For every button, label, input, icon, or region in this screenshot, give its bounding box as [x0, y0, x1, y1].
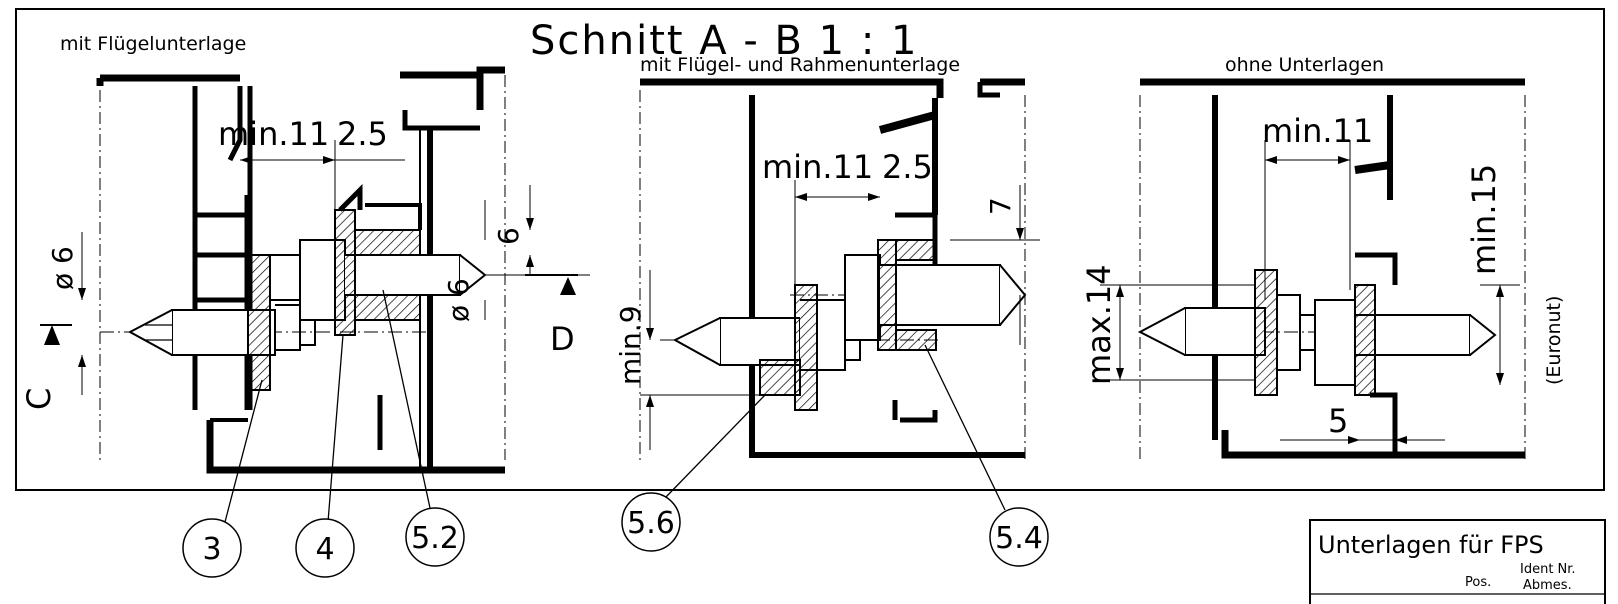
section-marker-d: D [550, 320, 575, 358]
callout-leaders [224, 289, 1006, 523]
title-block-abmes: Abmes. [1523, 578, 1572, 593]
dim-right-min11: min.11 [1262, 112, 1373, 150]
middle-section-view [639, 78, 1040, 460]
caption-left: mit Flügelunterlage [60, 33, 246, 55]
callout-4: 4 [295, 518, 355, 578]
drawing-frame [15, 8, 1605, 491]
caption-middle: mit Flügel- und Rahmenunterlage [640, 54, 960, 76]
caption-right: ohne Unterlagen [1225, 54, 1384, 76]
dim-right-min15: min.15 [1465, 164, 1503, 275]
svg-text:5.2: 5.2 [411, 521, 459, 556]
section-marker-c: C [20, 388, 58, 410]
dim-right-max14: max.14 [1080, 264, 1118, 385]
svg-text:3: 3 [202, 532, 221, 567]
dim-mid-gap: 2.5 [882, 148, 933, 186]
dim-right-euronut: (Euronut) [1543, 296, 1565, 385]
dim-left-gap: 2.5 [337, 115, 388, 153]
dim-left-six: 6 [492, 227, 525, 245]
dim-mid-seven: 7 [984, 197, 1017, 215]
dim-left-dia-upper: ø 6 [46, 246, 79, 290]
dim-left-min11: min.11 [218, 115, 329, 153]
left-section-view [40, 66, 590, 474]
dim-right-five: 5 [1328, 402, 1348, 440]
right-section-view [1100, 78, 1526, 460]
callout-5-4: 5.4 [989, 507, 1049, 567]
dim-mid-min11: min.11 [762, 148, 873, 186]
dim-mid-min9: min.9 [614, 305, 647, 385]
callout-5-6: 5.6 [621, 492, 681, 552]
title-block-pos: Pos. [1465, 575, 1491, 590]
svg-text:4: 4 [315, 532, 334, 567]
title-block-ident: Ident Nr. [1520, 562, 1576, 577]
callout-5-2: 5.2 [405, 507, 465, 567]
title-block: Unterlagen für FPS Pos. Ident Nr. Abmes. [1309, 519, 1606, 604]
svg-text:5.6: 5.6 [627, 506, 675, 541]
callout-3: 3 [182, 518, 242, 578]
dim-left-dia-lower: ø 6 [442, 278, 475, 322]
svg-text:5.4: 5.4 [995, 521, 1043, 556]
section-title: Schnitt A - B 1 : 1 [530, 18, 918, 64]
title-block-heading: Unterlagen für FPS [1318, 531, 1544, 559]
